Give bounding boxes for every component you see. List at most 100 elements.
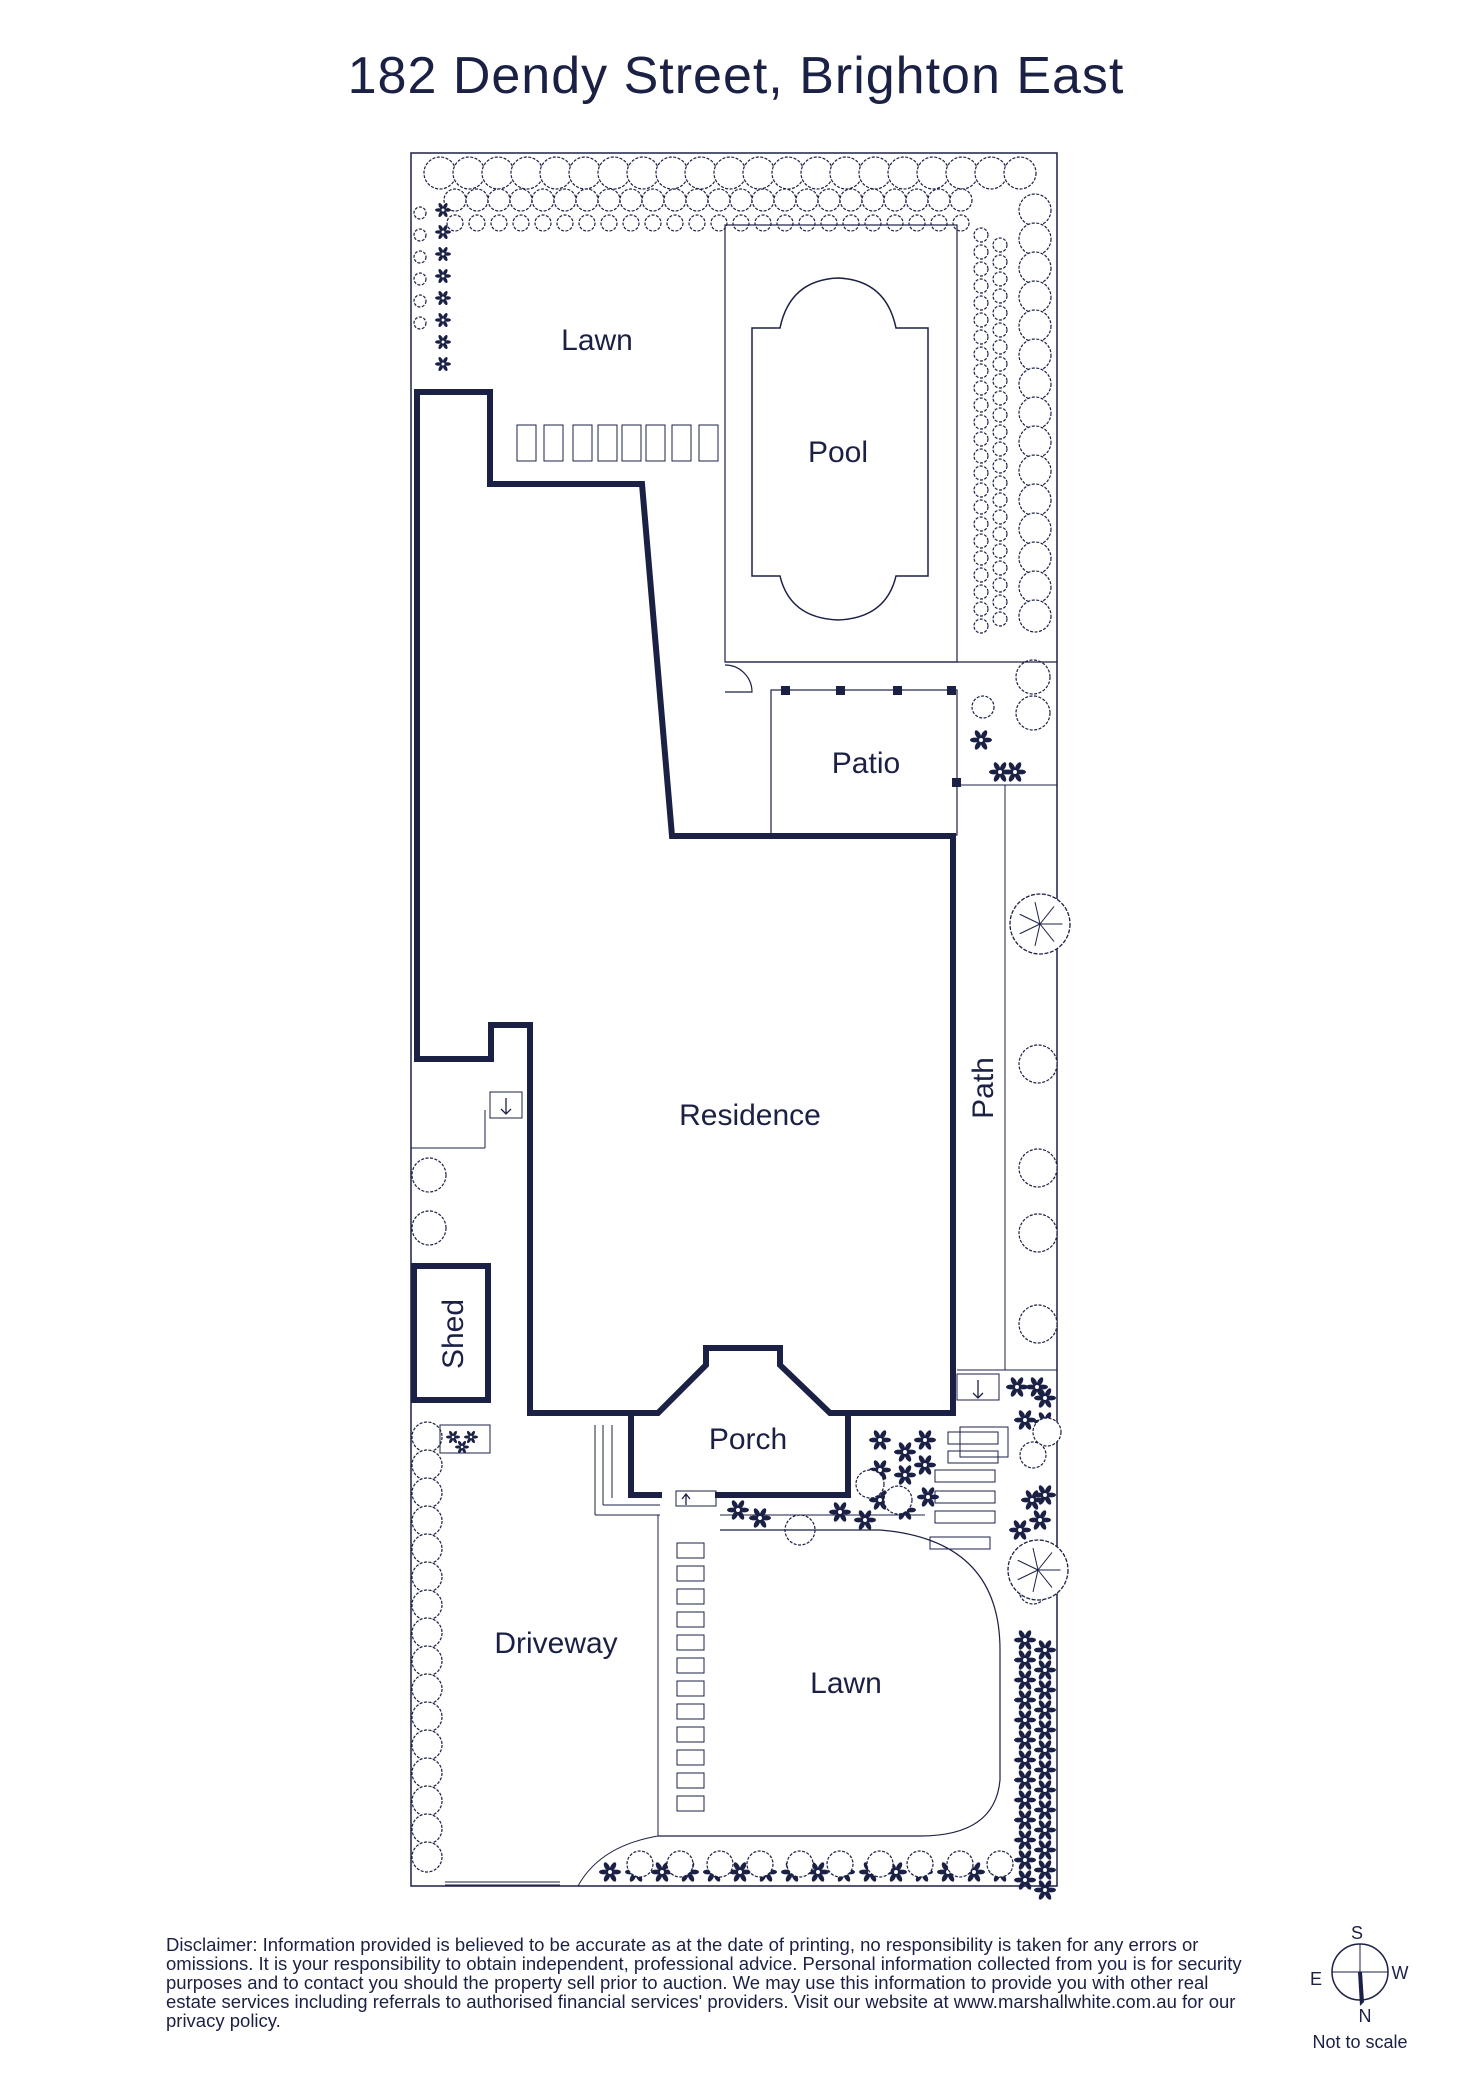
shrub-icon	[413, 294, 427, 308]
shrub-icon	[973, 397, 989, 413]
flower-icon	[1033, 1388, 1057, 1408]
flower-icon	[1014, 1710, 1037, 1730]
shrub-icon	[992, 356, 1008, 372]
shrub-icon	[842, 214, 860, 232]
shrub-icon	[973, 533, 989, 549]
shrub-icon	[992, 407, 1008, 423]
shrub-icon	[986, 1850, 1014, 1878]
shrub-icon	[866, 1850, 894, 1878]
shrub-icon	[411, 1841, 443, 1873]
shrub-icon	[992, 390, 1008, 406]
shrub-icon	[510, 156, 544, 190]
page-title: 182 Dendy Street, Brighton East	[347, 47, 1125, 105]
shrub-icon	[798, 214, 816, 232]
shrub-icon	[786, 1850, 814, 1878]
shrub-icon	[973, 278, 989, 294]
shrub-icon	[992, 543, 1008, 559]
shrub-icon	[746, 1850, 774, 1878]
shrub-icon	[1018, 512, 1052, 546]
flower-icon	[455, 1440, 469, 1454]
shrub-icon	[729, 188, 753, 212]
shrub-icon	[973, 244, 989, 260]
flower-icon	[1033, 1700, 1057, 1720]
hedge-right-inner-row	[971, 227, 1008, 719]
paver-icon	[543, 424, 564, 462]
shrub-icon	[800, 156, 834, 190]
shrub-icon	[622, 214, 640, 232]
property-boundary	[410, 152, 1058, 1887]
shrub-icon	[973, 499, 989, 515]
shrub-icon	[1018, 1148, 1058, 1188]
paver-icon	[676, 1634, 705, 1651]
shrub-icon	[1015, 659, 1051, 695]
shrub-icon	[411, 1449, 443, 1481]
flower-icon	[435, 202, 451, 218]
shrub-icon	[992, 424, 1008, 440]
shrub-icon	[861, 188, 885, 212]
shrub-icon	[973, 601, 989, 617]
compass-w: W	[1392, 1963, 1409, 1983]
flower-icon	[1014, 1870, 1037, 1890]
shrub-icon	[411, 1701, 443, 1733]
shrub-icon	[992, 305, 1008, 321]
label-lawn-front: Lawn	[810, 1667, 882, 1700]
shrub-icon	[1018, 309, 1052, 343]
flower-icon	[464, 1430, 478, 1444]
shrub-icon	[707, 188, 731, 212]
flower-icon	[1014, 1770, 1037, 1790]
pool-gate	[724, 664, 753, 693]
shrub-icon	[946, 1850, 974, 1878]
flower-icon	[599, 1862, 621, 1882]
shrub-icon	[666, 214, 684, 232]
shrub-icon	[992, 339, 1008, 355]
hedge-left-bottom-row	[411, 1157, 447, 1873]
shrub-icon	[531, 188, 555, 212]
shrub-icon	[829, 156, 863, 190]
shrub-icon	[992, 254, 1008, 270]
shrub-icon	[411, 1729, 443, 1761]
flower-icon	[1014, 1410, 1037, 1430]
flower-left-column	[435, 202, 491, 1454]
flower-icon	[1033, 1800, 1057, 1820]
label-driveway: Driveway	[494, 1627, 617, 1660]
flower-icon	[446, 1430, 460, 1444]
flower-icon	[1033, 1660, 1057, 1680]
side-step	[489, 1091, 523, 1119]
flower-icon	[894, 1465, 916, 1485]
shrub-icon	[487, 188, 511, 212]
shrub-icon	[509, 188, 533, 212]
shrub-icon	[688, 214, 706, 232]
shrub-icon	[795, 188, 819, 212]
shrub-icon	[1018, 1213, 1058, 1253]
flower-icon	[1033, 1760, 1057, 1780]
flower-right-column	[727, 730, 1062, 1900]
shrub-icon	[732, 214, 750, 232]
shrub-icon	[973, 431, 989, 447]
disclaimer-text: Disclaimer: Information provided is beli…	[166, 1934, 1242, 2031]
shrub-icon	[1018, 599, 1052, 633]
paver-icon	[934, 1510, 996, 1524]
shrub-icon	[713, 156, 747, 190]
shrub-icon	[949, 188, 973, 212]
planter-box	[439, 1424, 491, 1454]
shrub-icon	[413, 316, 427, 330]
shrub-icon	[1019, 1441, 1047, 1469]
shrub-icon	[771, 156, 805, 190]
shrub-icon	[973, 312, 989, 328]
paver-icon	[929, 1536, 991, 1550]
tree-icon	[1007, 1539, 1069, 1601]
flower-icon	[1014, 1850, 1037, 1870]
flower-icon	[917, 1487, 939, 1507]
shrub-icon	[411, 1157, 447, 1193]
shrub-icon	[1018, 541, 1052, 575]
paver-icon	[671, 424, 692, 462]
shrub-icon	[973, 363, 989, 379]
shrub-icon	[973, 227, 989, 243]
residence-outline	[414, 389, 956, 1416]
compass-n: N	[1359, 2006, 1372, 2026]
shrub-icon	[413, 206, 427, 220]
shrub-icon	[619, 188, 643, 212]
flower-icon	[435, 246, 451, 262]
shrub-icon	[1018, 251, 1052, 285]
driveway-curve	[577, 1835, 659, 1887]
